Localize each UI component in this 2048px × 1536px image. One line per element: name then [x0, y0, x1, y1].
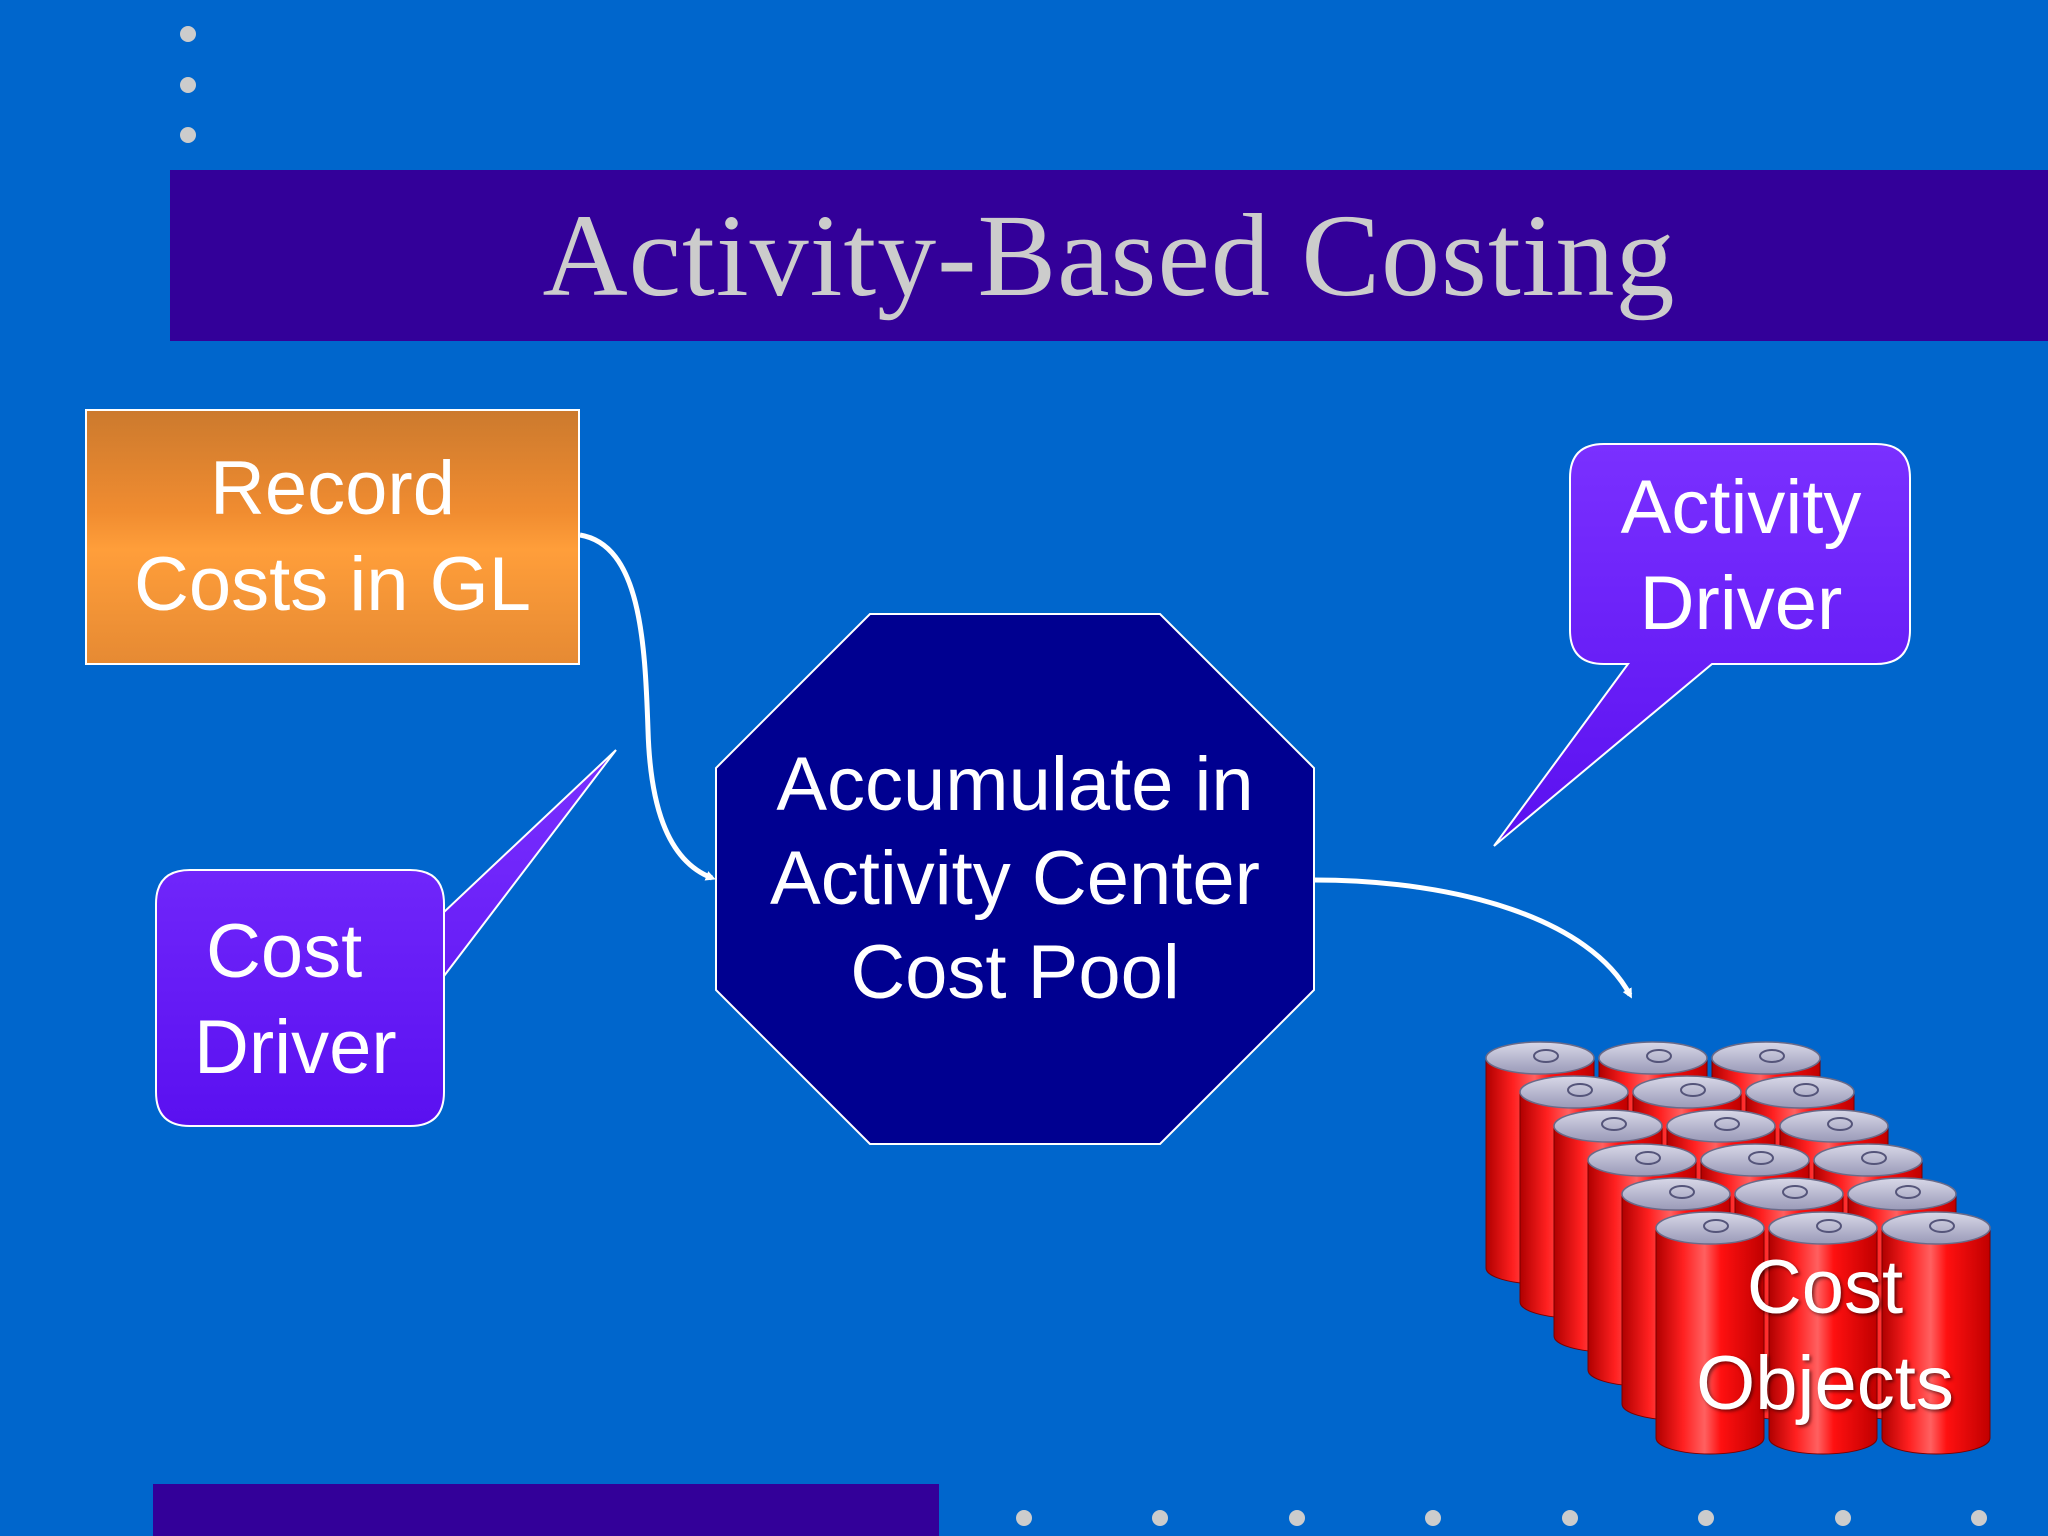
cost-pool-text: Accumulate in Activity Center Cost Pool [716, 738, 1314, 1020]
soda-can-lid [1598, 1041, 1708, 1075]
soda-can-pull-tab [1782, 1185, 1808, 1199]
soda-can [1881, 1211, 1991, 1455]
soda-can-body [1768, 1227, 1878, 1455]
soda-can-lid [1632, 1075, 1742, 1109]
bottom-band [153, 1484, 939, 1536]
soda-can-lid [1519, 1075, 1629, 1109]
decorative-dot [1289, 1510, 1305, 1526]
cost-driver-text: Cost Driver [170, 904, 430, 1096]
activity-driver-text: Activity Driver [1576, 460, 1906, 652]
activity-driver-callout [1493, 443, 1911, 847]
soda-can-lid [1813, 1143, 1923, 1177]
soda-can-pull-tab [1567, 1083, 1593, 1097]
cost-pool-line2: Activity Center [770, 836, 1260, 921]
soda-can-pull-tab [1861, 1151, 1887, 1165]
soda-can-body [1881, 1227, 1991, 1455]
soda-can-pull-tab [1714, 1117, 1740, 1131]
soda-can-pull-tab [1827, 1117, 1853, 1131]
slide-title: Activity-Based Costing [542, 189, 1676, 321]
soda-can-lid [1734, 1177, 1844, 1211]
decorative-dot [1971, 1510, 1987, 1526]
soda-can-lid [1655, 1211, 1765, 1245]
soda-can-lid [1881, 1211, 1991, 1245]
activity-driver-line2: Driver [1639, 561, 1843, 646]
connector-record-to-pool [579, 532, 716, 881]
cost-driver-line1: Cost [206, 909, 363, 994]
soda-can-pull-tab [1669, 1185, 1695, 1199]
decorative-dot [1152, 1510, 1168, 1526]
soda-can-lid [1485, 1041, 1595, 1075]
decorative-dot [180, 26, 196, 42]
cost-pool-line3: Cost Pool [850, 930, 1180, 1015]
record-costs-line2: Costs in GL [133, 542, 532, 627]
soda-can-pull-tab [1703, 1219, 1729, 1233]
record-costs-line1: Record [209, 446, 455, 531]
soda-can-pull-tab [1895, 1185, 1921, 1199]
soda-can-lid [1621, 1177, 1731, 1211]
cost-driver-callout [155, 749, 617, 1127]
soda-can-lid [1768, 1211, 1878, 1245]
decorative-dot [1016, 1510, 1032, 1526]
soda-can [1655, 1211, 1765, 1455]
soda-can-lid [1847, 1177, 1957, 1211]
soda-can-lid [1666, 1109, 1776, 1143]
decorative-dot [1562, 1510, 1578, 1526]
soda-can-pull-tab [1533, 1049, 1559, 1063]
soda-can-lid [1711, 1041, 1821, 1075]
soda-can-pull-tab [1759, 1049, 1785, 1063]
cost-objects-text: Cost Objects [1660, 1240, 1990, 1432]
soda-can-lid [1553, 1109, 1663, 1143]
soda-can-pull-tab [1646, 1049, 1672, 1063]
soda-can-pull-tab [1793, 1083, 1819, 1097]
cost-objects-cans [1485, 1041, 1991, 1455]
soda-can-pull-tab [1635, 1151, 1661, 1165]
soda-can-pull-tab [1929, 1219, 1955, 1233]
title-band [170, 170, 2048, 341]
decorative-dot [1698, 1510, 1714, 1526]
activity-driver-line1: Activity [1620, 465, 1862, 550]
record-costs-box: Record Costs in GL [85, 409, 580, 665]
soda-can [1768, 1211, 1878, 1455]
soda-can-pull-tab [1748, 1151, 1774, 1165]
soda-can-pull-tab [1601, 1117, 1627, 1131]
soda-can-lid [1779, 1109, 1889, 1143]
soda-can-lid [1587, 1143, 1697, 1177]
soda-can-pull-tab [1816, 1219, 1842, 1233]
cost-objects-line1: Cost [1746, 1245, 1904, 1330]
cost-driver-line2: Driver [194, 1005, 397, 1090]
soda-can-lid [1745, 1075, 1855, 1109]
decorative-dot [180, 127, 196, 143]
soda-can-pull-tab [1680, 1083, 1706, 1097]
soda-can-lid [1700, 1143, 1810, 1177]
cost-pool-octagon [715, 613, 1315, 1145]
decorative-dot [180, 77, 196, 93]
cost-pool-line1: Accumulate in [776, 742, 1254, 827]
decorative-dot [1835, 1510, 1851, 1526]
connector-pool-to-objects [1313, 877, 1633, 999]
soda-can-body [1655, 1227, 1765, 1455]
decorative-dot [1425, 1510, 1441, 1526]
cost-objects-line2: Objects [1696, 1341, 1954, 1426]
